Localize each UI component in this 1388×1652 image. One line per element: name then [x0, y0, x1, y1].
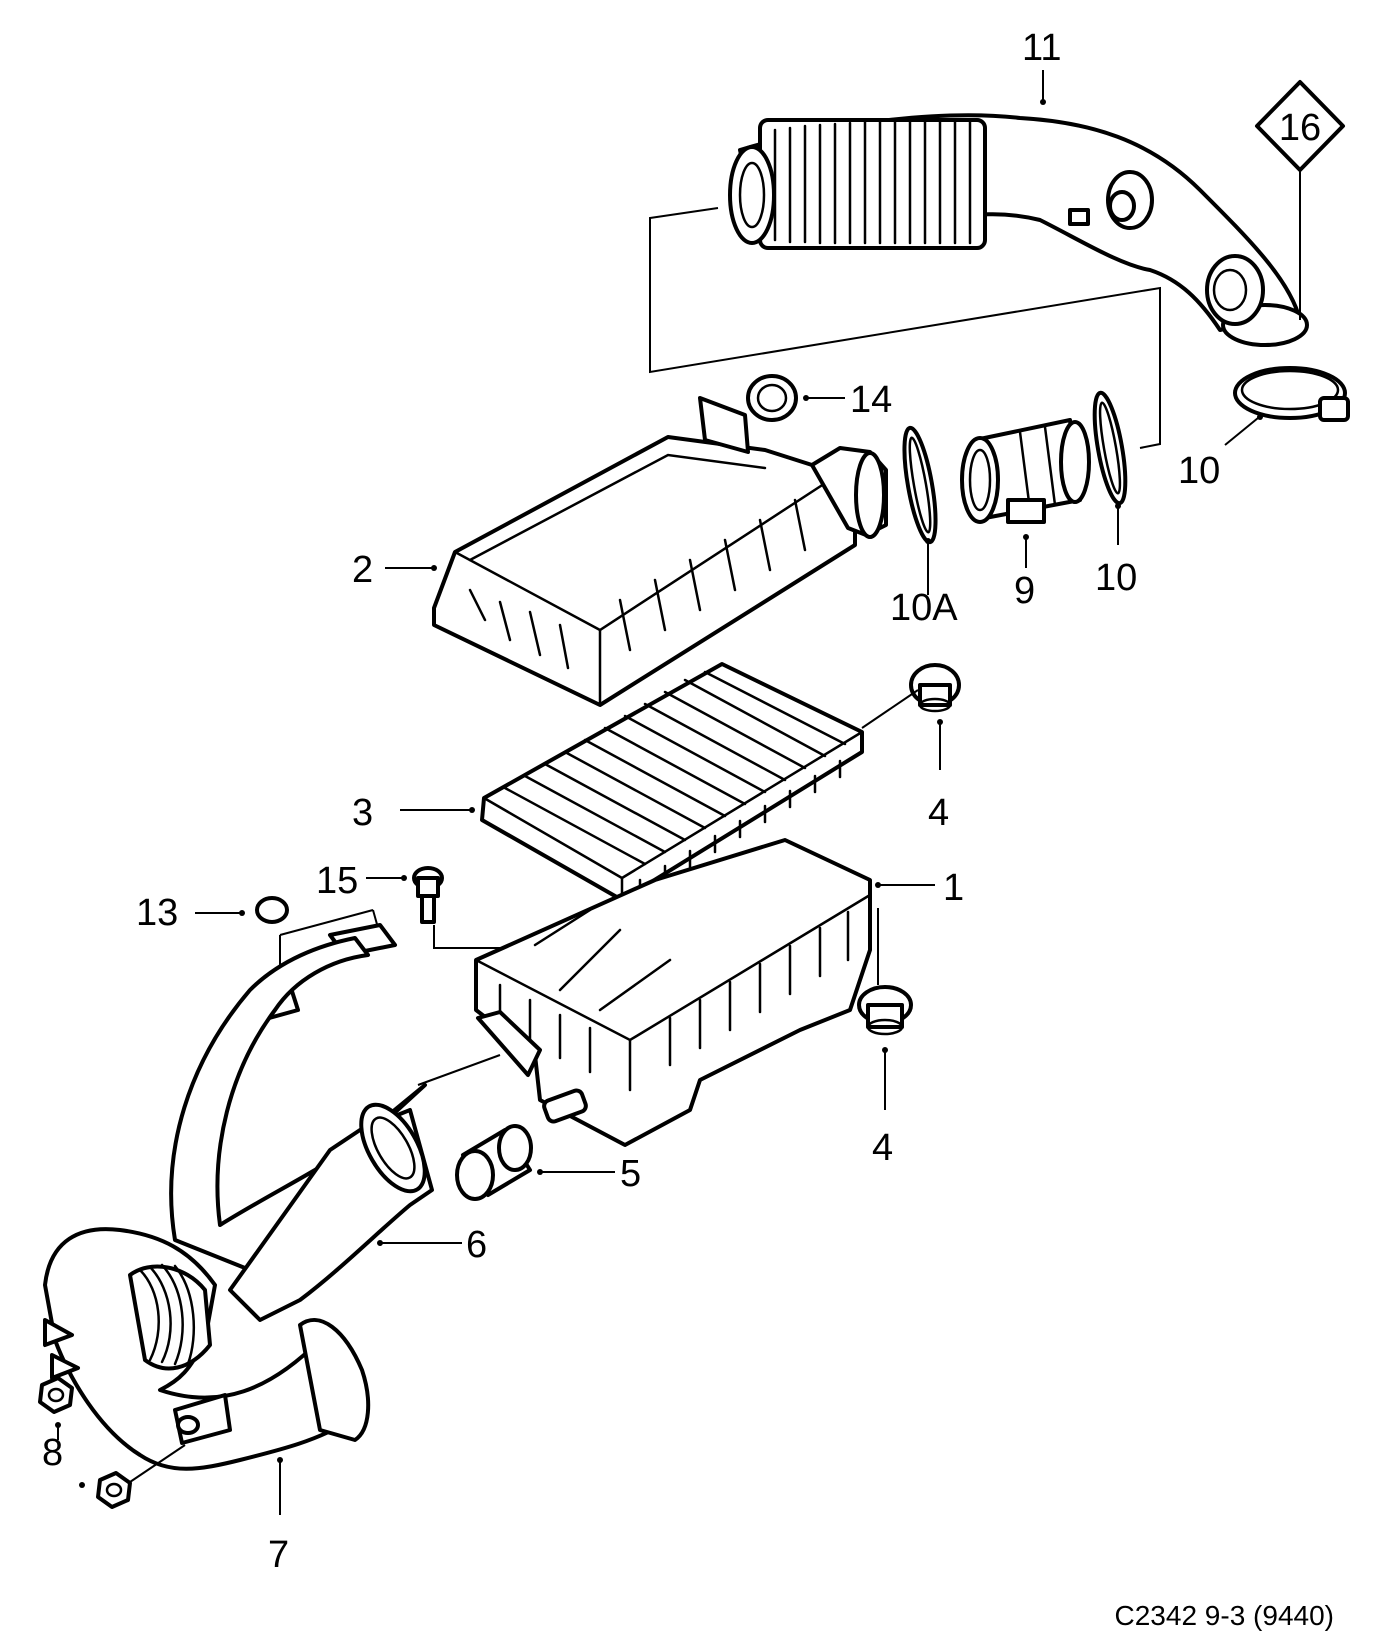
label-4-top: 4	[928, 792, 949, 834]
label-10a: 10A	[890, 587, 958, 629]
air-cleaner-housing	[474, 838, 935, 1147]
label-1: 1	[943, 867, 964, 909]
air-filter-element	[400, 662, 864, 902]
assembly-bracket-upper	[649, 207, 1161, 449]
intake-hose-upper	[728, 113, 1309, 347]
sleeve-5	[455, 1124, 615, 1201]
seal-ring-10a	[902, 425, 938, 595]
label-11: 11	[1022, 27, 1061, 69]
label-7: 7	[268, 1534, 289, 1576]
grommet-lower	[857, 908, 913, 1110]
mass-air-flow-sensor	[960, 418, 1091, 568]
nuts-8	[38, 1376, 186, 1509]
figure-code: C2342 9-3 (9440)	[1115, 1600, 1334, 1631]
label-13: 13	[136, 892, 178, 934]
seal-ring-10-middle	[1092, 390, 1128, 545]
label-4-bottom: 4	[872, 1127, 893, 1169]
label-9: 9	[1014, 570, 1035, 612]
label-8: 8	[42, 1432, 63, 1474]
hose-clamp-right	[1224, 366, 1350, 446]
screw-15	[366, 866, 541, 986]
air-cleaner-cover	[385, 396, 888, 707]
intake-duct-7	[43, 1227, 371, 1515]
grommet-upper	[861, 663, 961, 770]
intake-duct-6	[169, 936, 501, 1322]
label-2: 2	[352, 549, 373, 591]
reference-diamond-16: 16	[1255, 80, 1345, 320]
callout-labels: 11 14 10 2 10A 9 10 4 3 15 1 13 4 5 6 8 …	[42, 27, 1220, 1576]
label-10-middle: 10	[1095, 557, 1137, 599]
label-3: 3	[352, 792, 373, 834]
plug-14	[746, 374, 845, 422]
label-10-right: 10	[1178, 450, 1220, 492]
label-5: 5	[620, 1153, 641, 1195]
label-15: 15	[316, 860, 358, 902]
label-6: 6	[466, 1224, 487, 1266]
label-14: 14	[850, 379, 892, 421]
label-16: 16	[1279, 107, 1321, 149]
